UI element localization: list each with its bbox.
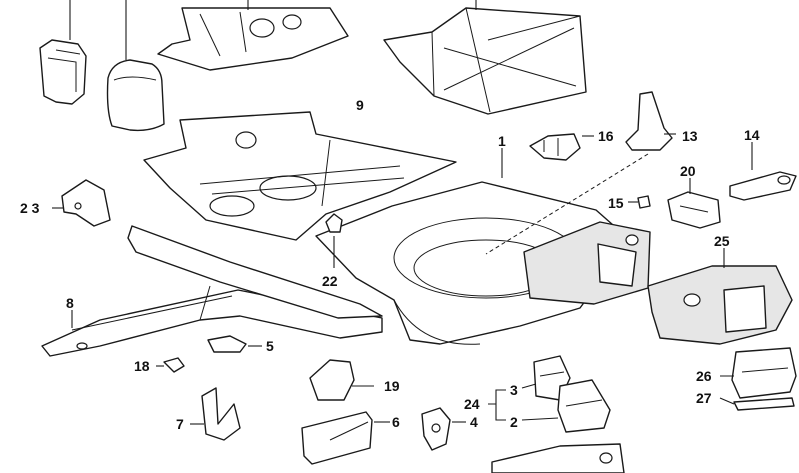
callout-14: 14 — [744, 127, 760, 143]
part-6 — [301, 411, 390, 465]
callout-8: 8 — [66, 295, 74, 311]
part-19 — [309, 359, 374, 401]
part-4 — [421, 407, 466, 451]
callout-20: 20 — [680, 163, 696, 179]
callout-9: 9 — [356, 97, 364, 113]
part-18 — [156, 357, 185, 373]
callout-4: 4 — [470, 414, 478, 430]
callout-1: 1 — [498, 133, 506, 149]
part-bracket-23 — [52, 179, 111, 227]
callout-3: 3 — [510, 382, 518, 398]
part-floor-panel — [143, 111, 457, 241]
part-25 — [647, 248, 793, 345]
callout-2: 2 — [510, 414, 518, 430]
callout-18: 18 — [134, 358, 150, 374]
part-bracket-top-left — [39, 0, 87, 105]
part-3-2 — [488, 355, 611, 433]
callout-23: 2 3 — [20, 200, 40, 216]
part-spare-wheel-well — [315, 148, 651, 345]
part-15 — [628, 195, 651, 209]
part-side-member — [41, 225, 383, 357]
callout-7: 7 — [176, 416, 184, 432]
part-14 — [729, 142, 797, 201]
part-tray-box — [383, 0, 587, 115]
part-16 — [529, 133, 594, 161]
callout-25: 25 — [714, 233, 730, 249]
part-cover-cap — [106, 0, 165, 132]
callout-26: 26 — [696, 368, 712, 384]
callout-15: 15 — [608, 195, 624, 211]
callout-27: 27 — [696, 390, 712, 406]
part-bottom-panel — [491, 443, 625, 473]
callout-5: 5 — [266, 338, 274, 354]
part-upper-panel — [157, 0, 349, 71]
callout-13: 13 — [682, 128, 698, 144]
part-clip-22 — [325, 213, 343, 268]
callout-22: 22 — [322, 273, 338, 289]
callout-19: 19 — [384, 378, 400, 394]
part-7 — [190, 387, 241, 441]
part-13 — [485, 91, 676, 255]
callout-16: 16 — [598, 128, 614, 144]
part-26-27 — [719, 347, 797, 411]
part-20 — [667, 178, 721, 229]
callout-24: 24 — [464, 396, 480, 412]
part-5 — [207, 335, 262, 353]
callout-6: 6 — [392, 414, 400, 430]
